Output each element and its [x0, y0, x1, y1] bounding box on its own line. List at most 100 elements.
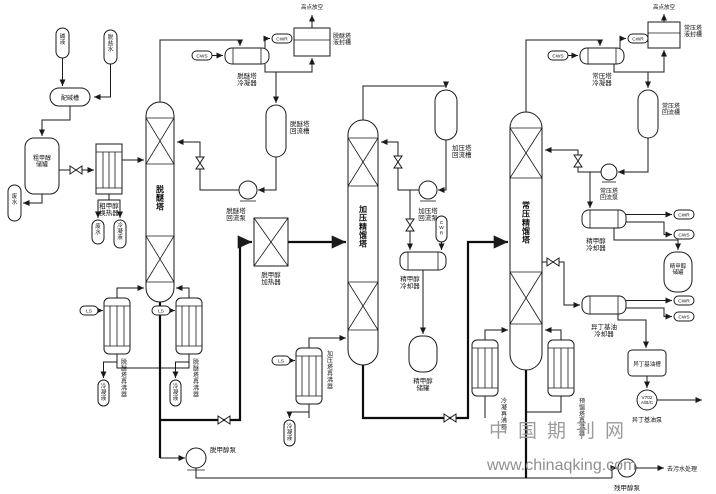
watermark-brand: 中国期刊网: [489, 420, 634, 442]
atmospheric-reflux-drum: 常压塔回流槽: [637, 89, 680, 139]
stream-tags: 碱液 脱盐水 废水 废水 冷凝液 LS LS 冷凝液: [7, 27, 695, 447]
demethanol-pump: 脱甲醇泵: [185, 445, 237, 471]
cws-tag-atmospheric-condenser: CWS: [547, 50, 569, 61]
steam-tag-reboiler-b: LS: [151, 305, 171, 316]
atmospheric-column-label: 常压精馏塔: [522, 200, 531, 245]
pressurized-reboiler-label: 加压塔再沸器: [327, 350, 333, 390]
waste-water-tag-exchanger: 废水: [91, 219, 105, 245]
pressurized-column-label: 加压精馏塔: [358, 204, 368, 249]
demin-water-tag-label: 脱盐水: [108, 33, 114, 53]
cws-tag-deether-condenser: CWS: [191, 50, 213, 61]
cws-tag-methanol-cooler: CWS: [673, 229, 695, 240]
pressurized-column: 加压精馏塔: [347, 119, 379, 366]
atmospheric-reflux-drum-label: 常压塔回流槽: [662, 102, 680, 116]
atmospheric-reflux-pump-label: 常压塔回流泵: [600, 187, 618, 201]
deether-reboiler-b: 脱醚塔再沸器: [175, 297, 203, 398]
atmospheric-column: 常压精馏塔: [509, 111, 543, 371]
precolumn-reboiler-label: 预馏塔再沸器: [579, 397, 585, 437]
utility-and-process-pipes: [23, 14, 702, 479]
deether-column: 脱醚塔: [145, 101, 175, 303]
steam-tag-reboiler-a: LS: [79, 305, 99, 316]
cwr-tag-atmospheric-condenser: CWR: [627, 33, 649, 44]
atmospheric-condenser-label: 常压塔冷凝器: [592, 71, 612, 87]
deether-condenser: 脱醚塔冷凝器: [224, 47, 270, 87]
isobutyl-oil-cooler-label: 异丁基油冷却器: [591, 322, 617, 338]
refined-methanol-cooler-pressurized-label: 精甲醇冷却器: [400, 274, 420, 290]
condensate-tag-reboiler-a: 冷凝液: [97, 379, 110, 407]
pressurized-reflux-pump: 加压塔回流泵: [418, 180, 438, 222]
steam-tag-label: LS: [158, 309, 164, 315]
main-process-lines: [158, 235, 528, 478]
waste-water-tag-label: 废水: [95, 222, 101, 236]
deether-reflux-drum-label: 脱醚塔回流槽: [290, 119, 310, 135]
condensate-tag-label: 冷凝液: [117, 221, 123, 241]
demethanol-pump-label: 脱甲醇泵: [210, 445, 237, 454]
condensate-tag-pressurized-reboiler: 冷凝液: [283, 419, 296, 447]
residual-methanol-pump-label: 残甲醇泵: [614, 483, 641, 492]
cws-tag-isobutyl-cooler: CWS: [673, 311, 695, 322]
cws-tag-label: CWS: [678, 315, 689, 321]
cws-tag-label: CWS: [552, 54, 563, 60]
isobutyl-oil-tank-label: 异丁基油槽: [633, 360, 661, 368]
alkali-tag: 碱液: [55, 27, 70, 59]
crude-methanol-tank: 粗甲醇储罐: [24, 137, 60, 195]
refined-methanol-tank-atmospheric-label: 精甲醇储罐: [670, 262, 687, 276]
deether-seal-tank: 脱醚塔液封槽: [293, 27, 351, 57]
atmospheric-reflux-pump: 常压塔回流泵: [600, 163, 618, 201]
cwr-tag-methanol-cooler: CWR: [673, 209, 695, 220]
cwr-tag-label: CWR: [678, 213, 690, 219]
cws-tag-label: CWS: [678, 233, 689, 239]
pressurized-reflux-drum: 加压塔回流槽: [434, 89, 472, 159]
cwr-tag-deether-condenser: CWR: [271, 33, 293, 44]
watermark-url: www.chinaqking.com: [486, 457, 636, 474]
pressurized-reflux-drum-label: 加压塔回流槽: [452, 143, 472, 159]
atmospheric-condenser: 常压塔冷凝器: [579, 47, 625, 87]
refined-methanol-cooler-atmospheric-label: 精甲醇冷却器: [586, 236, 606, 252]
refined-methanol-cooler-atmospheric: 精甲醇冷却器: [581, 209, 627, 252]
refined-methanol-tank-pressurized: 精甲醇储罐: [408, 335, 438, 392]
pressurized-reflux-pump-label: 加压塔回流泵: [418, 206, 438, 222]
deether-reflux-pump: 脱醚塔回流泵: [226, 180, 258, 222]
crude-methanol-exchanger-label: 粗甲醇换热器: [99, 201, 119, 217]
cwr-tag-label: CWR: [632, 37, 644, 43]
deether-reflux-pump-label: 脱醚塔回流泵: [226, 206, 246, 222]
demin-water-tag: 脱盐水: [103, 29, 118, 65]
deether-reboiler-a-label: 脱醚塔再沸器: [121, 358, 127, 398]
alkali-tank: 配碱槽: [49, 87, 91, 107]
condensate-tag-label: 冷凝液: [287, 422, 293, 442]
alkali-tank-label: 配碱槽: [61, 94, 79, 102]
demethanol-heater-label: 脱甲醇加热器: [261, 270, 281, 286]
crude-methanol-exchanger: 粗甲醇换热器: [95, 143, 123, 217]
condensate-tag-label: 冷凝液: [173, 382, 179, 402]
to-wastewater-label: 去污水处理: [667, 465, 697, 473]
alkali-tag-label: 碱液: [60, 33, 66, 46]
refined-methanol-tank-atmospheric: 精甲醇储罐: [663, 251, 693, 293]
atmospheric-seal-tank-label: 常压塔液封槽: [684, 24, 702, 38]
deether-condenser-label: 脱醚塔冷凝器: [237, 71, 257, 87]
condensate-tag-exchanger: 冷凝液: [113, 219, 127, 249]
deether-seal-tank-label: 脱醚塔液封槽: [333, 32, 351, 46]
deether-column-label: 脱醚塔: [156, 184, 165, 211]
deether-reflux-drum: 脱醚塔回流槽: [265, 104, 310, 158]
deether-reboiler-b-label: 脱醚塔再沸器: [193, 358, 199, 398]
steam-tag-pressurized-reboiler: LS: [271, 355, 291, 366]
deether-reboiler-a: 脱醚塔再沸器: [103, 297, 131, 398]
residual-methanol-pump: 残甲醇泵: [614, 458, 641, 492]
cwr-tag-isobutyl-cooler: CWR: [673, 295, 695, 306]
refined-methanol-tank-pressurized-label: 精甲醇储罐: [413, 376, 433, 392]
refined-methanol-cooler-pressurized: 精甲醇冷却器: [399, 251, 447, 290]
condensing-reboiler: 冷凝再沸器: [471, 339, 507, 431]
atmospheric-seal-tank: 常压塔液封槽: [647, 21, 702, 49]
vent-label-left: 高点放空: [301, 3, 324, 11]
condensate-tag-label: 冷凝液: [101, 382, 107, 402]
condensing-reboiler-label: 冷凝再沸器: [501, 397, 507, 431]
condensate-tag-reboiler-b: 冷凝液: [169, 379, 182, 407]
precolumn-reboiler: 预馏塔再沸器: [547, 339, 585, 437]
demethanol-heater: 脱甲醇加热器: [253, 217, 289, 286]
watermark: 中国期刊网 www.chinaqking.com: [486, 420, 636, 474]
pressurized-reboiler: 加压塔再沸器: [295, 347, 333, 405]
